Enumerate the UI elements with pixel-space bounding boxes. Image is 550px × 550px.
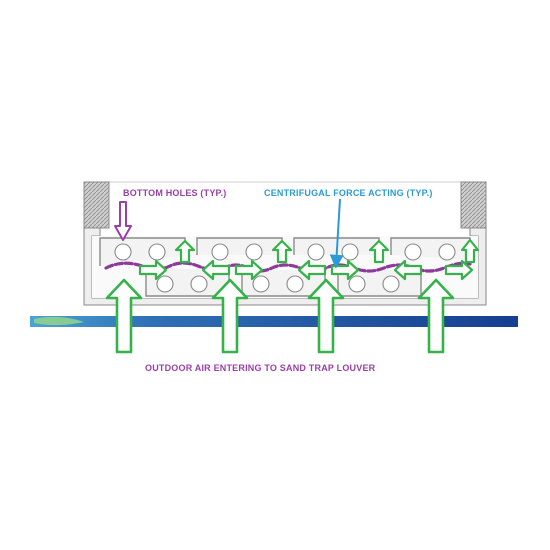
outdoor-air-arrows [105, 278, 455, 354]
centrifugal-force-pointer [329, 198, 344, 269]
centrifugal-force-label: CENTRIFUGAL FORCE ACTING (TYP.) [264, 188, 433, 198]
right-wall-post [460, 181, 487, 229]
air-arrow-icon [105, 278, 143, 354]
air-arrow-icon [174, 239, 196, 264]
hole-icon [382, 275, 400, 293]
bottom-holes-pointer [114, 201, 132, 241]
air-arrow-icon [393, 259, 423, 281]
air-arrow-icon [138, 259, 168, 281]
air-arrow-icon [234, 259, 264, 281]
hole-icon [348, 275, 366, 293]
hole-icon [438, 243, 456, 261]
upper-channel [196, 237, 283, 255]
pointer-icon [329, 198, 344, 269]
bottom-holes-label: BOTTOM HOLES (TYP.) [123, 188, 227, 198]
holes [114, 243, 456, 293]
pointer-icon [114, 201, 132, 241]
left-wall-post [83, 181, 110, 229]
air-arrow-icon [460, 238, 480, 264]
air-arrow-icon [297, 259, 327, 281]
hole-icon [211, 243, 229, 261]
hole-icon [245, 243, 263, 261]
hole-icon [148, 243, 166, 261]
hole-icon [404, 243, 422, 261]
lower-channels [145, 268, 422, 297]
air-arrow-icon [211, 278, 249, 354]
air-arrow-icon [417, 278, 455, 354]
air-arrow-icon [271, 239, 293, 264]
air-arrow-icon [444, 259, 474, 281]
hole-icon [286, 275, 304, 293]
hole-icon [114, 243, 132, 261]
ground-strip [30, 316, 518, 327]
hole-icon [252, 275, 270, 293]
hole-icon [190, 275, 208, 293]
air-arrow-icon [368, 239, 390, 264]
air-arrow-icon [201, 259, 231, 281]
small-flow-arrows [138, 238, 480, 281]
air-arrow-icon [307, 278, 345, 354]
hole-icon [307, 243, 325, 261]
hole-icon [341, 243, 359, 261]
air-arrow-icon [330, 259, 360, 281]
hole-icon [156, 275, 174, 293]
ground-highlight [34, 316, 84, 326]
outdoor-air-label: OUTDOOR AIR ENTERING TO SAND TRAP LOUVER [145, 363, 376, 373]
